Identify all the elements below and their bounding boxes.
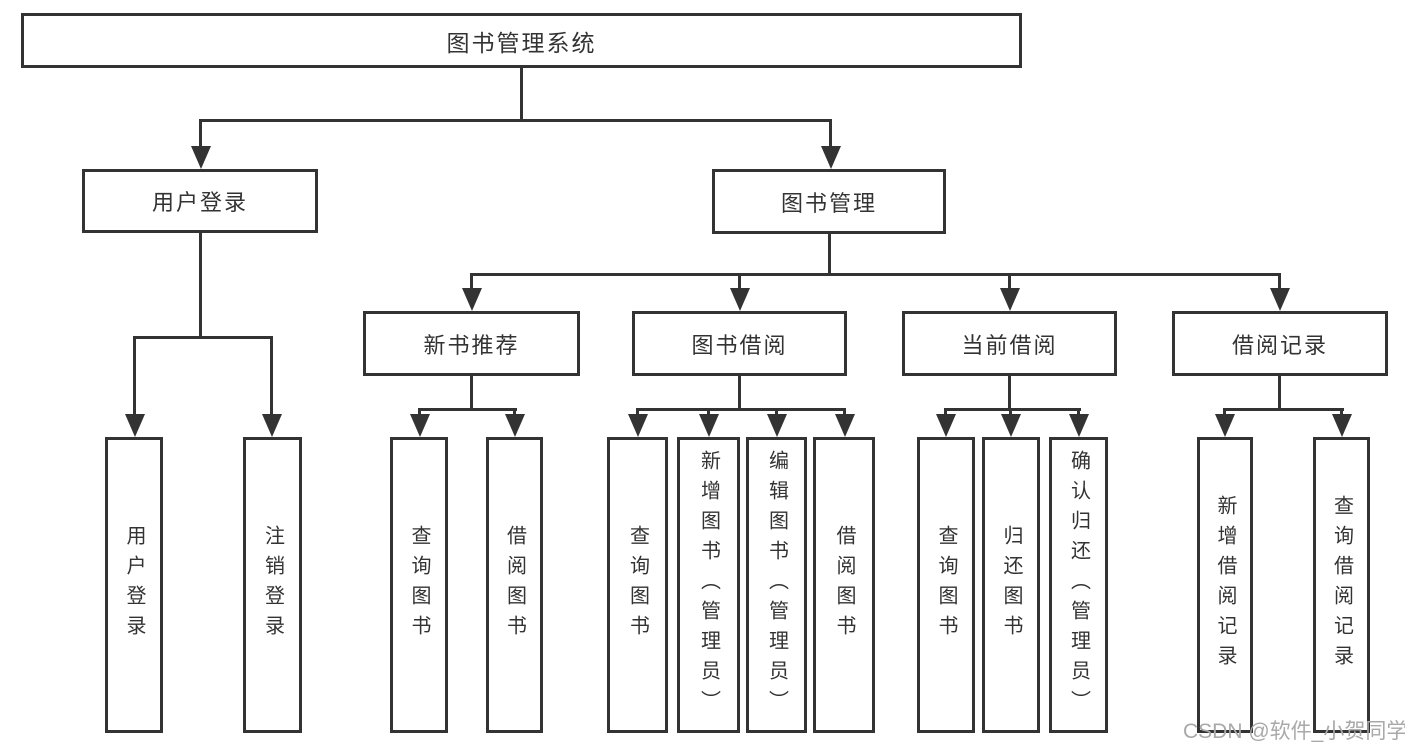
node-borrow-edit-book-admin: 编辑图书（管理员） — [746, 437, 807, 733]
node-current-confirm-return-admin-label: 确认归还（管理员） — [1067, 450, 1090, 720]
arrowhead-down-icon — [699, 414, 719, 437]
connector-line — [1278, 273, 1281, 290]
connector-line — [270, 336, 273, 416]
node-borrow-query-book-label: 查询图书 — [626, 525, 649, 645]
node-borrow-query-book: 查询图书 — [607, 437, 668, 733]
node-borrow-records-label: 借阅记录 — [1231, 332, 1328, 358]
connector-line — [1340, 408, 1343, 416]
node-current-return-book: 归还图书 — [982, 437, 1040, 733]
arrowhead-down-icon — [730, 288, 750, 311]
connector-line — [1223, 408, 1344, 411]
arrowhead-down-icon — [1069, 414, 1089, 437]
arrowhead-down-icon — [191, 146, 211, 169]
connector-line — [133, 336, 136, 416]
connector-line — [1009, 408, 1012, 416]
node-root: 图书管理系统 — [21, 13, 1022, 68]
node-current-query-book-label: 查询图书 — [935, 525, 957, 645]
connector-line — [738, 376, 741, 408]
node-current-borrow: 当前借阅 — [902, 311, 1117, 376]
connector-line — [829, 119, 832, 149]
node-current-query-book: 查询图书 — [917, 437, 975, 733]
connector-line — [1008, 273, 1011, 290]
node-leaf-logout: 注销登录 — [243, 437, 302, 733]
node-borrow-borrow-book: 借阅图书 — [813, 437, 875, 733]
connector-line — [707, 408, 710, 416]
node-current-confirm-return-admin: 确认归还（管理员） — [1049, 437, 1108, 733]
connector-line — [828, 233, 831, 273]
arrowhead-down-icon — [835, 414, 855, 437]
node-new-book-recommend-label: 新书推荐 — [423, 332, 520, 358]
node-book-borrow: 图书借阅 — [632, 311, 847, 376]
connector-line — [775, 408, 778, 416]
connector-line — [470, 376, 473, 408]
node-borrow-edit-book-admin-label: 编辑图书（管理员） — [765, 450, 788, 720]
node-borrow-records: 借阅记录 — [1172, 311, 1388, 376]
arrowhead-down-icon — [462, 288, 482, 311]
node-user-login: 用户登录 — [82, 169, 318, 233]
node-records-query-record: 查询借阅记录 — [1313, 437, 1370, 733]
node-recommend-borrow-book: 借阅图书 — [486, 437, 543, 733]
connector-line — [513, 408, 516, 416]
connector-line — [1278, 376, 1281, 408]
connector-line — [133, 336, 273, 339]
connector-line — [944, 408, 947, 416]
connector-line — [470, 273, 1281, 276]
csdn-watermark: CSDN @软件_小贺同学 — [1183, 720, 1405, 743]
node-leaf-user-login: 用户登录 — [105, 437, 163, 733]
node-new-book-recommend: 新书推荐 — [363, 311, 580, 376]
connector-line — [636, 408, 639, 416]
node-current-borrow-label: 当前借阅 — [961, 332, 1058, 358]
arrowhead-down-icon — [1215, 414, 1235, 437]
connector-line — [199, 119, 202, 149]
connector-line — [636, 408, 846, 411]
arrowhead-down-icon — [1332, 414, 1352, 437]
node-recommend-query-book-label: 查询图书 — [408, 525, 430, 645]
connector-line — [738, 273, 741, 290]
node-root-label: 图书管理系统 — [446, 29, 597, 56]
arrowhead-down-icon — [821, 146, 841, 169]
node-borrow-add-book-admin-label: 新增图书（管理员） — [697, 450, 720, 720]
arrowhead-down-icon — [936, 414, 956, 437]
connector-line — [470, 273, 473, 290]
arrowhead-down-icon — [505, 414, 525, 437]
connector-line — [1008, 376, 1011, 408]
node-recommend-query-book: 查询图书 — [390, 437, 448, 733]
node-recommend-borrow-book-label: 借阅图书 — [503, 525, 526, 645]
arrowhead-down-icon — [767, 414, 787, 437]
node-records-add-record-label: 新增借阅记录 — [1214, 495, 1236, 675]
node-borrow-add-book-admin: 新增图书（管理员） — [677, 437, 740, 733]
arrowhead-down-icon — [1000, 288, 1020, 311]
arrowhead-down-icon — [1001, 414, 1021, 437]
node-user-login-label: 用户登录 — [151, 190, 248, 215]
connector-line — [1223, 408, 1226, 416]
arrowhead-down-icon — [125, 414, 145, 437]
connector-line — [1077, 408, 1080, 416]
node-book-management-label: 图书管理 — [780, 190, 877, 216]
connector-line — [199, 119, 832, 122]
connector-line — [843, 408, 846, 416]
node-book-management: 图书管理 — [712, 169, 946, 234]
node-leaf-logout-label: 注销登录 — [261, 525, 284, 645]
node-records-query-record-label: 查询借阅记录 — [1330, 495, 1353, 675]
connector-line — [944, 408, 1081, 411]
connector-line — [418, 408, 517, 411]
connector-line — [199, 233, 202, 336]
connector-line — [418, 408, 421, 416]
arrowhead-down-icon — [628, 414, 648, 437]
node-leaf-user-login-label: 用户登录 — [123, 525, 145, 645]
arrowhead-down-icon — [410, 414, 430, 437]
node-borrow-borrow-book-label: 借阅图书 — [833, 525, 855, 645]
arrowhead-down-icon — [262, 414, 282, 437]
connector-line — [520, 68, 523, 119]
arrowhead-down-icon — [1270, 288, 1290, 311]
node-records-add-record: 新增借阅记录 — [1197, 437, 1253, 733]
node-book-borrow-label: 图书借阅 — [691, 332, 788, 358]
node-current-return-book-label: 归还图书 — [1000, 525, 1022, 645]
